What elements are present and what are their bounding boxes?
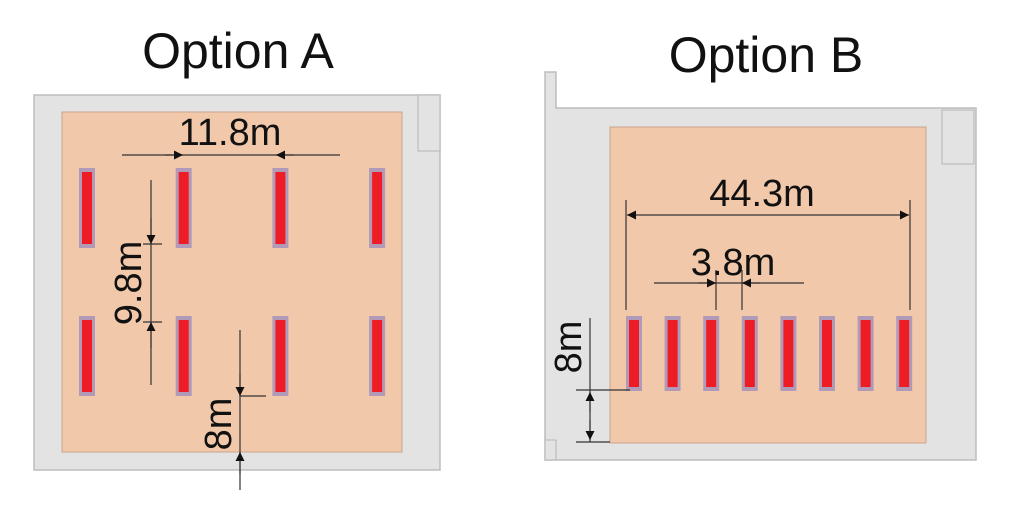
option-b-title: Option B bbox=[669, 27, 864, 83]
option-a-panel: Option A 11.8m 9.8m bbox=[33, 23, 441, 490]
option-b-unit-r1-c4 bbox=[741, 316, 758, 391]
option-b-overall-width-dimension: 44.3m bbox=[625, 173, 911, 310]
option-a-unit-r1-c1 bbox=[79, 168, 95, 248]
option-b-unit-r1-c7 bbox=[857, 316, 874, 391]
option-a-unit-r2-c3 bbox=[272, 316, 289, 396]
option-b-unit-r1-c5 bbox=[780, 316, 797, 391]
option-a-edge-clearance-dimension: 8m bbox=[198, 330, 266, 490]
option-a-unit-r2-c1 bbox=[79, 316, 95, 396]
option-b-unit-r1-c6 bbox=[819, 316, 835, 391]
option-a-unit-r1-c2 bbox=[175, 168, 192, 248]
option-b-unit-r1-c2 bbox=[664, 316, 681, 391]
option-a-edge-clearance-label: 8m bbox=[198, 398, 240, 451]
option-b-edge-clearance-dimension: 8m bbox=[548, 318, 630, 443]
option-a-row-spacing-dimension: 9.8m bbox=[108, 180, 162, 385]
option-b-column-spacing-label: 3.8m bbox=[691, 242, 775, 284]
option-b-unit-r1-c8 bbox=[896, 316, 913, 391]
option-b-units bbox=[626, 316, 913, 391]
option-b-door-notch bbox=[544, 439, 557, 461]
option-b-column-spacing-dimension: 3.8m bbox=[654, 242, 804, 310]
option-b-panel: Option B 44.3m 3.8m bbox=[544, 27, 977, 461]
option-a-wall-notch bbox=[417, 94, 441, 152]
option-b-wall-notch bbox=[941, 109, 975, 165]
option-a-unit-r2-c2 bbox=[175, 316, 192, 396]
option-b-overall-width-label: 44.3m bbox=[709, 173, 815, 215]
option-a-title: Option A bbox=[142, 23, 334, 79]
option-b-unit-r1-c1 bbox=[626, 316, 642, 391]
option-a-floor bbox=[61, 111, 403, 453]
option-b-edge-clearance-label: 8m bbox=[548, 321, 590, 374]
option-a-column-spacing-dimension: 11.8m bbox=[122, 112, 340, 160]
option-a-unit-r1-c4 bbox=[369, 168, 386, 248]
option-a-unit-r2-c4 bbox=[369, 316, 386, 396]
option-a-column-spacing-label: 11.8m bbox=[179, 112, 282, 154]
option-a-row-spacing-label: 9.8m bbox=[108, 241, 150, 325]
option-a-units bbox=[79, 168, 386, 396]
option-a-unit-r1-c3 bbox=[272, 168, 289, 248]
option-b-unit-r1-c3 bbox=[703, 316, 720, 391]
